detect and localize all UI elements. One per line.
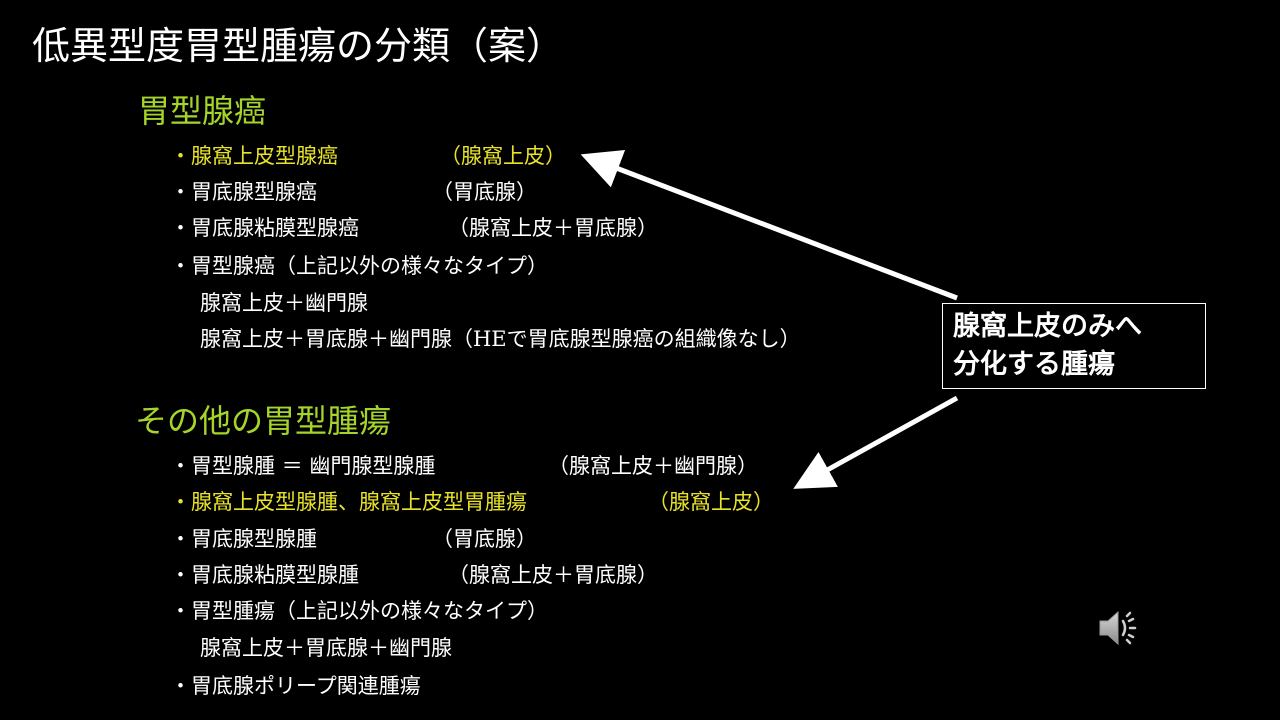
- list-item: ・胃底腺粘膜型腺腫: [170, 563, 359, 587]
- list-item: ・胃底腺ポリープ関連腫瘍: [170, 674, 421, 698]
- slide-title: 低異型度胃型腫瘍の分類（案）: [32, 24, 565, 68]
- list-item: ・腺窩上皮型腺癌: [170, 144, 338, 168]
- section-heading-gastric-adenocarcinoma: 胃型腺癌: [138, 92, 267, 130]
- callout-line: 腺窩上皮のみへ: [953, 311, 1142, 342]
- list-item-note: （腺窩上皮＋胃底腺）: [448, 216, 658, 240]
- arrow-to-section1: [580, 150, 958, 301]
- list-item: ・胃型腺腫 ＝ 幽門腺型腺腫: [170, 454, 436, 478]
- list-item-sub: 腺窩上皮＋幽門腺: [200, 291, 368, 315]
- list-item: ・胃底腺型腺癌: [170, 180, 317, 204]
- list-item-note: （胃底腺）: [432, 527, 537, 551]
- list-item-sub: 腺窩上皮＋胃底腺＋幽門腺（HEで胃底腺型腺癌の組織像なし）: [200, 327, 801, 351]
- callout-line: 分化する腫瘍: [953, 349, 1115, 380]
- section-heading-other-gastric-tumors: その他の胃型腫瘍: [135, 402, 392, 440]
- list-item: ・胃型腫瘍（上記以外の様々なタイプ）: [170, 599, 548, 623]
- list-item-note: （腺窩上皮）: [440, 144, 566, 168]
- list-item-note: （胃底腺）: [432, 180, 537, 204]
- list-item: ・胃底腺型腺腫: [170, 527, 317, 551]
- list-item: ・腺窩上皮型腺腫、腺窩上皮型胃腫瘍: [170, 490, 527, 514]
- list-item: ・胃底腺粘膜型腺癌: [170, 216, 359, 240]
- list-item: ・胃型腺癌（上記以外の様々なタイプ）: [170, 254, 548, 278]
- list-item-note: （腺窩上皮＋胃底腺）: [448, 563, 658, 587]
- speaker-icon[interactable]: [1097, 606, 1141, 650]
- arrow-to-section2: [793, 395, 959, 489]
- list-item-note: （腺窩上皮＋幽門腺）: [548, 454, 758, 478]
- list-item-note: （腺窩上皮）: [648, 490, 774, 514]
- callout-box: 腺窩上皮のみへ 分化する腫瘍: [942, 303, 1206, 389]
- list-item-sub: 腺窩上皮＋胃底腺＋幽門腺: [200, 636, 452, 660]
